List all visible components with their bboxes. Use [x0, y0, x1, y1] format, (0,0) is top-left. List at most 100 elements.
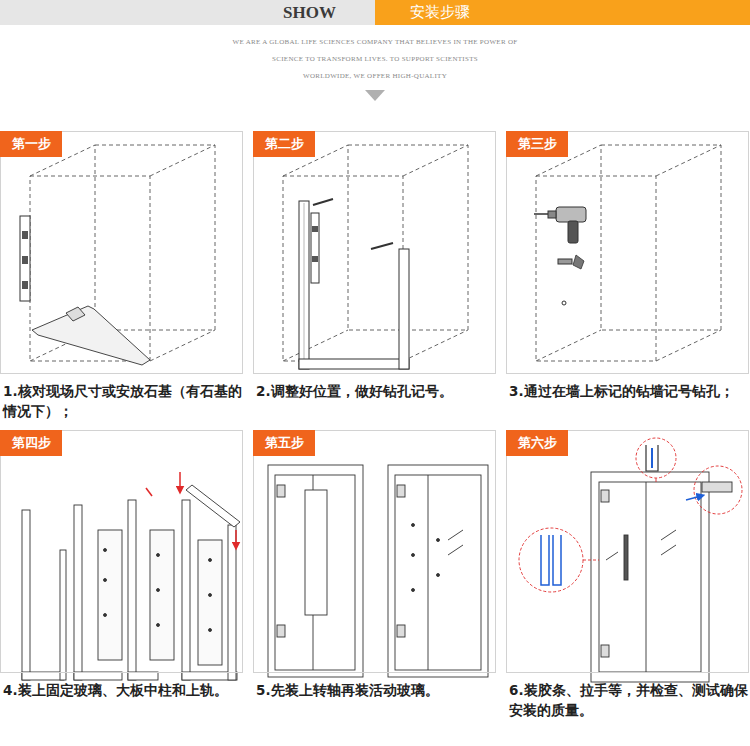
- step1-drawing-rect: [22, 281, 28, 289]
- header-text: 安装步骤: [410, 0, 470, 25]
- step6-drawing-line: [661, 545, 676, 555]
- step-tab: 第一步: [0, 131, 62, 157]
- step-label: 第五步: [263, 430, 305, 456]
- tagline-text: WORLDWIDE, WE OFFER HIGH-QUALITY: [0, 71, 750, 81]
- step3-drawing-rect: [556, 207, 586, 222]
- step6-drawing-rect: [624, 535, 628, 580]
- step3-drawing: [534, 145, 721, 361]
- step5-drawing-rect: [397, 485, 405, 497]
- step6-drawing-rect: [601, 490, 609, 502]
- step5-drawing-line: [448, 545, 463, 555]
- step6-drawing-circle: [694, 466, 742, 514]
- tagline-text: WE ARE A GLOBAL LIFE SCIENCES COMPANY TH…: [0, 37, 750, 47]
- step4-drawing-circle: [104, 579, 107, 582]
- step4-drawing-polygon: [186, 485, 240, 527]
- step2-drawing-line: [304, 203, 305, 367]
- step5-drawing-circle: [412, 589, 415, 592]
- step1-drawing: [20, 145, 215, 365]
- tagline-text: SCIENCE TO TRANSFORM LIVES. TO SUPPORT S…: [0, 54, 750, 64]
- step4-drawing-rect: [228, 525, 236, 680]
- step3-drawing-rect: [558, 259, 572, 264]
- step1-drawing-rect: [22, 231, 28, 239]
- step3-drawing-path: [573, 255, 584, 269]
- step4-drawing-rect: [98, 530, 122, 660]
- step-panel: 2.调整好位置，做好钻孔记号。第二步: [253, 131, 496, 374]
- step5-drawing: [268, 465, 488, 677]
- step4-drawing-rect: [74, 505, 82, 680]
- step6-drawing-rect: [599, 482, 701, 672]
- header-bar: SHOW: [0, 0, 375, 25]
- step4-drawing-rect: [74, 672, 122, 680]
- step6-drawing-line: [661, 530, 676, 540]
- step1-drawing-rect: [22, 256, 28, 264]
- step4-drawing-circle: [104, 549, 107, 552]
- step6-drawing-circle: [636, 438, 676, 478]
- step1-drawing-path: [66, 307, 85, 321]
- step4-drawing-circle: [209, 594, 212, 597]
- step4-drawing-line: [179, 472, 181, 490]
- step6-drawing-rect: [702, 482, 732, 492]
- step4-drawing-rect: [198, 540, 222, 665]
- step-caption: 1.核对现场尺寸或安放石基（有石基的情况下）；: [3, 381, 242, 421]
- step2-drawing-rect: [311, 213, 319, 283]
- step6-drawing-line: [583, 560, 599, 561]
- step-caption: 4.装上固定玻璃、大板中柱和上轨。: [3, 680, 242, 700]
- step5-drawing-rect: [388, 465, 488, 677]
- step3-drawing-rect: [568, 221, 578, 243]
- step2-drawing: [283, 145, 468, 369]
- step4-drawing-rect: [150, 530, 174, 660]
- step4-drawing-rect: [128, 500, 136, 680]
- step-label: 第二步: [263, 131, 305, 157]
- step6-drawing-path: [541, 535, 561, 585]
- step6-drawing-rect: [591, 472, 709, 682]
- step4-drawing-circle: [209, 559, 212, 562]
- header-text: SHOW: [283, 0, 336, 25]
- step-caption: 3.通过在墙上标记的钻墙记号钻孔；: [509, 381, 748, 401]
- step-tab: 第三步: [506, 131, 568, 157]
- step-label: 第三步: [516, 131, 558, 157]
- step6-drawing-line: [656, 478, 657, 482]
- step5-drawing-circle: [412, 554, 415, 557]
- step3-drawing-rect: [548, 211, 556, 218]
- step6-drawing-path: [646, 445, 658, 471]
- step2-drawing-line: [313, 199, 333, 205]
- header-tab: 安装步骤: [375, 0, 750, 25]
- step6-drawing-rect: [601, 645, 609, 657]
- step-panel: 1.核对现场尺寸或安放石基（有石基的情况下）；第一步: [0, 131, 243, 374]
- step3-drawing-use: [536, 145, 721, 361]
- step-tab: 第六步: [506, 430, 568, 456]
- step-panel: 6.装胶条、拉手等，并检查、测试确保安装的质量。第六步: [506, 430, 749, 673]
- step4-drawing: [22, 472, 240, 680]
- step5-drawing-rect: [268, 465, 363, 677]
- step2-drawing-line: [371, 243, 393, 249]
- step4-drawing-line: [146, 488, 152, 496]
- step-caption: 6.装胶条、拉手等，并检查、测试确保安装的质量。: [509, 680, 748, 720]
- step-caption: 2.调整好位置，做好钻孔记号。: [256, 381, 495, 401]
- step4-drawing-circle: [209, 629, 212, 632]
- step5-drawing-circle: [412, 524, 415, 527]
- step-tab: 第五步: [253, 430, 315, 456]
- step1-drawing-rect: [20, 216, 30, 301]
- step3-drawing-circle: [562, 301, 566, 305]
- step6-drawing-line: [646, 482, 647, 672]
- step-label: 第四步: [10, 430, 52, 456]
- step6-drawing: [519, 438, 742, 682]
- down-triangle: [365, 90, 385, 101]
- step5-drawing-circle: [437, 539, 440, 542]
- step-panel: 5.先装上转轴再装活动玻璃。第五步: [253, 430, 496, 673]
- step1-drawing-polygon: [32, 306, 150, 365]
- step4-drawing-rect: [22, 672, 64, 680]
- step5-drawing-line: [428, 475, 429, 670]
- step-caption: 5.先装上转轴再装活动玻璃。: [256, 680, 495, 700]
- step2-drawing-rect: [299, 201, 309, 369]
- step4-drawing-circle: [157, 589, 160, 592]
- step4-drawing-circle: [104, 614, 107, 617]
- step6-drawing-path: [651, 448, 653, 468]
- step5-drawing-rect: [275, 475, 355, 670]
- step5-drawing-circle: [437, 574, 440, 577]
- step2-drawing-use: [283, 145, 468, 361]
- step5-drawing-rect: [397, 625, 405, 637]
- step2-drawing-rect: [312, 256, 318, 262]
